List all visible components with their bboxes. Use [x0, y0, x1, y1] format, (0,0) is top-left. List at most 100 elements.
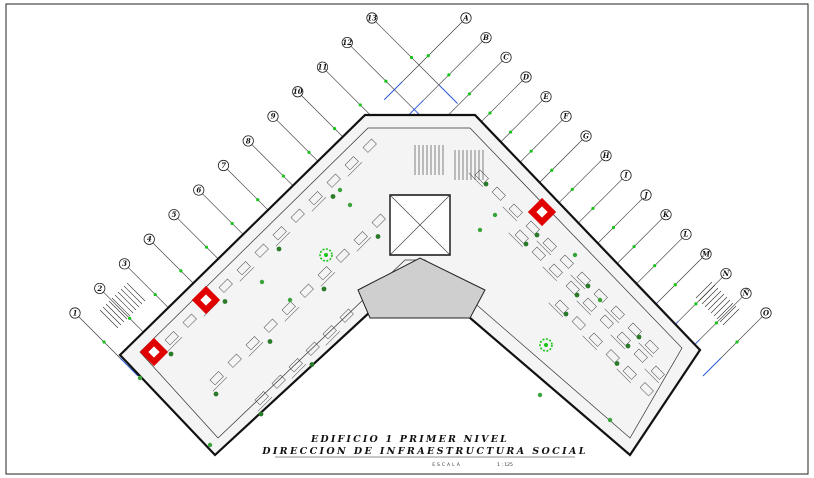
grid-label-right: J [642, 190, 648, 199]
partition-wall [356, 236, 372, 252]
grid-marker-green [735, 340, 739, 344]
planter [636, 334, 642, 340]
grid-bubble-left [94, 282, 106, 295]
grid-marker-green [307, 150, 311, 154]
grid-axis-right-blue [702, 357, 722, 377]
office-desk [548, 263, 563, 278]
grid-label-left: 11 [318, 63, 328, 72]
plant-symbol [137, 375, 143, 381]
grid-bubble-right [620, 169, 632, 181]
wing-stair [710, 296, 728, 314]
grid-bubble-right [520, 71, 532, 83]
grid-label-left: 7 [221, 161, 226, 170]
grid-label-right: F [563, 112, 570, 121]
grid-bubble-right [700, 248, 712, 260]
partition-wall [638, 342, 654, 358]
plant-symbol [572, 252, 578, 258]
grid-axis-right-line [699, 296, 744, 340]
partition-wall [347, 161, 363, 177]
partition-wall [570, 274, 586, 290]
grid-marker-green [358, 103, 362, 107]
grid-axis-right-line [635, 237, 684, 285]
plant-symbol [597, 297, 603, 303]
planter [585, 283, 591, 289]
grid-marker-green [694, 302, 698, 306]
grid-label-left: 4 [147, 235, 152, 244]
grid-bubble-right [500, 51, 512, 63]
office-desk [353, 231, 368, 246]
partition-wall [320, 271, 336, 287]
office-desk [218, 278, 233, 293]
title-line-1: EDIFICIO 1 PRIMER NIVEL [310, 434, 509, 445]
grid-bubble-left [366, 12, 378, 24]
grid-bubble-left [217, 159, 230, 172]
office-desk [317, 266, 332, 281]
wing-stair [99, 309, 119, 329]
office-desk [272, 226, 287, 241]
grid-label-right: O [763, 308, 770, 317]
office-desk [576, 271, 591, 286]
partition-wall [604, 308, 620, 324]
red-wet-area-inner [148, 346, 160, 358]
office-desk [491, 186, 506, 201]
office-desk [308, 191, 323, 206]
grid-label-right: M [701, 249, 710, 258]
partition-wall [275, 231, 291, 247]
grid-bubble-left [118, 258, 131, 270]
grid-axis-left-line [374, 20, 440, 86]
planter [375, 234, 381, 239]
grid-marker-green [204, 245, 209, 249]
office-desk [209, 371, 224, 386]
wing-stair [123, 285, 143, 305]
office-desk [605, 349, 620, 364]
grid-label-right: K [662, 210, 670, 219]
grid-label-left: 10 [293, 87, 303, 96]
partition-wall [644, 368, 660, 384]
plant-symbol [207, 442, 213, 448]
office-desk [599, 314, 614, 329]
office-desk [571, 316, 586, 331]
office-desk [362, 138, 377, 153]
office-desk [290, 208, 305, 223]
grid-bubble-left [168, 209, 180, 221]
grid-bubble-right [540, 91, 552, 103]
grid-label-right: D [522, 72, 530, 81]
grid-bubble-right [560, 110, 572, 122]
office-desk [335, 248, 350, 263]
partition-wall [536, 240, 552, 256]
grid-marker-green [467, 92, 472, 96]
office-desk [542, 237, 557, 252]
grid-label-left: 1 [73, 308, 78, 317]
grid-axis-left-line [77, 315, 121, 359]
wing-stair [707, 293, 725, 311]
office-desk [627, 322, 642, 337]
planter [574, 292, 580, 298]
wing-stair [698, 284, 716, 302]
grid-marker-green [153, 292, 157, 297]
partition-wall [616, 368, 632, 384]
office-desk [236, 261, 251, 276]
grid-label-right: E [542, 92, 549, 101]
grid-axis-right-line [572, 178, 624, 230]
office-desk [508, 203, 523, 218]
grid-marker-green [653, 264, 657, 268]
planter [330, 194, 336, 199]
planter [168, 351, 174, 357]
grid-label-left: 8 [246, 136, 251, 145]
grid-label-right: B [482, 33, 489, 42]
grid-marker-green [508, 130, 513, 134]
partition-wall [548, 302, 564, 318]
grid-marker-green [102, 340, 106, 344]
grid-marker-green [611, 225, 616, 230]
office-desk [622, 365, 637, 380]
wing-stair [701, 287, 719, 305]
office-desk [582, 297, 597, 312]
grid-label-right: L [683, 230, 689, 239]
partition-wall [502, 206, 518, 222]
plant-symbol [287, 297, 293, 303]
office-desk [588, 332, 603, 347]
planter [534, 232, 540, 238]
grid-bubble-left [341, 36, 353, 49]
